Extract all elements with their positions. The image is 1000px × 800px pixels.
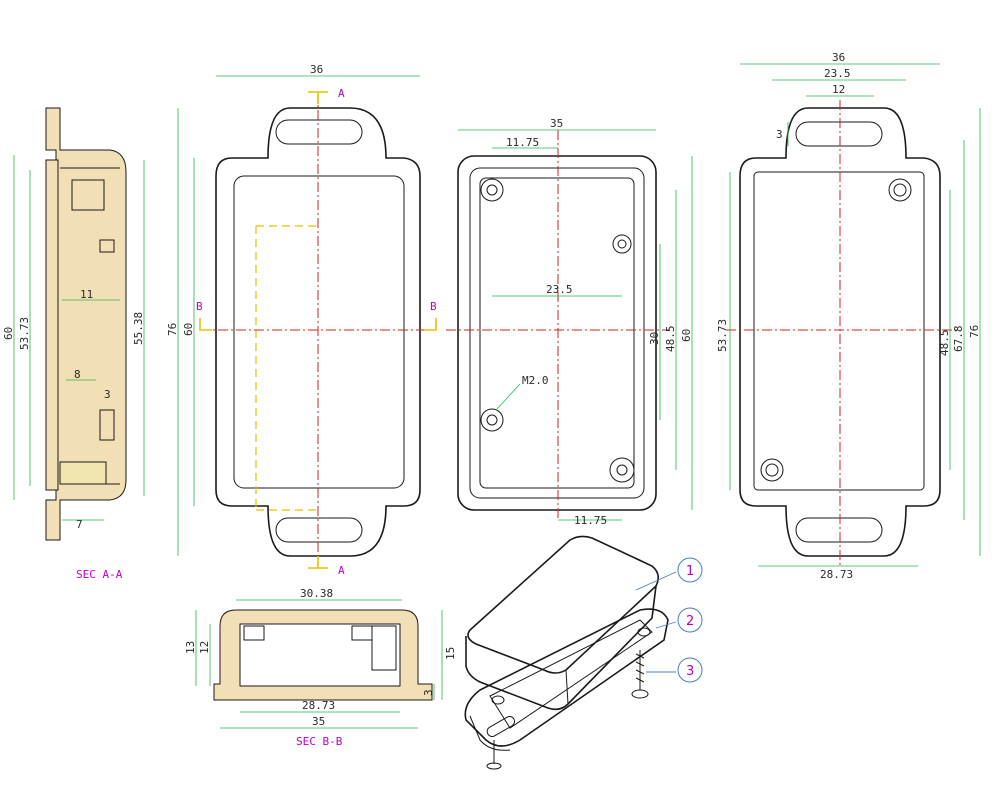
sec-b-dim-3: 3 xyxy=(422,689,435,696)
bottom-view-face xyxy=(753,171,925,491)
inside-view-wall xyxy=(469,167,645,499)
sec-b-dim-30-38: 30.38 xyxy=(300,587,333,600)
section-a-base xyxy=(45,159,59,491)
sec-b-dim-13: 13 xyxy=(184,641,197,654)
boss-bottom-right xyxy=(609,457,635,483)
inside-view-floor xyxy=(479,177,635,489)
inside-dim-11-75-top: 11.75 xyxy=(506,136,539,149)
inside-dim-60: 60 xyxy=(680,329,693,342)
bottom-view-hole-top xyxy=(888,178,912,202)
iso-hole-right xyxy=(637,627,651,637)
section-a-rib xyxy=(99,239,115,253)
balloon-2-label: 2 xyxy=(686,614,694,629)
bottom-view-outline xyxy=(739,107,941,557)
sec-b-dim-15: 15 xyxy=(444,647,457,660)
sec-a-dim-53-73: 53.73 xyxy=(18,317,31,350)
sec-b-title: SEC B-B xyxy=(296,735,343,748)
iso-hole-left xyxy=(491,695,505,705)
bottom-view-slot-top xyxy=(795,121,883,147)
sec-a-dim-3: 3 xyxy=(104,388,111,401)
section-a-screw xyxy=(59,461,107,485)
inside-dim-48-5: 48.5 xyxy=(664,326,677,353)
section-a-a-view: 60 53.73 55.38 11 8 3 7 SEC A-A xyxy=(2,107,145,581)
top-view: A A B B 36 76 60 xyxy=(166,63,437,577)
top-view-slot-bottom xyxy=(275,517,363,543)
iso-screw-right xyxy=(631,650,649,699)
bottom-dim-67-8: 67.8 xyxy=(952,326,965,353)
top-view-dim-36: 36 xyxy=(310,63,323,76)
iso-base-plate xyxy=(464,608,669,747)
sec-b-dim-35: 35 xyxy=(312,715,325,728)
balloon-3 xyxy=(677,657,703,683)
exploded-view: 1 2 3 xyxy=(464,535,703,770)
bottom-dim-23-5: 23.5 xyxy=(824,67,851,80)
sec-a-dim-60: 60 xyxy=(2,327,15,340)
bottom-dim-3: 3 xyxy=(776,128,783,141)
cut-b-right-label: B xyxy=(430,300,437,313)
bottom-view-slot-bottom xyxy=(795,517,883,543)
balloon-3-label: 3 xyxy=(686,664,694,679)
inside-dim-35: 35 xyxy=(550,117,563,130)
section-a-rib-lower xyxy=(99,409,115,441)
boss-mid-right xyxy=(612,234,632,254)
inside-dim-30: 30 xyxy=(648,332,661,345)
bottom-dim-12: 12 xyxy=(832,83,845,96)
bottom-dim-76: 76 xyxy=(968,325,981,338)
balloon-1 xyxy=(677,557,703,583)
sec-a-title: SEC A-A xyxy=(76,568,123,581)
section-b-boss-right xyxy=(371,625,397,671)
bottom-view-hole-bottom xyxy=(760,458,784,482)
boss-top-left xyxy=(480,178,504,202)
section-a-wall xyxy=(45,107,127,541)
cut-a-top-label: A xyxy=(338,87,345,100)
balloon-2 xyxy=(677,607,703,633)
inside-dim-23-5: 23.5 xyxy=(546,283,573,296)
inside-thread-label: M2.0 xyxy=(522,374,549,387)
iso-lid-top xyxy=(467,535,660,674)
section-b-b-view: 30.38 13 12 15 28.73 3 35 SEC B-B xyxy=(184,587,457,748)
sec-a-dim-8: 8 xyxy=(74,368,81,381)
sec-b-dim-12: 12 xyxy=(198,641,211,654)
balloon-1-label: 1 xyxy=(686,564,694,579)
inside-dim-11-75-bottom: 11.75 xyxy=(574,514,607,527)
bottom-view: 36 23.5 12 3 53.73 48.5 67.8 76 28.73 xyxy=(716,51,981,581)
top-view-inner xyxy=(233,175,405,489)
top-view-slot-top xyxy=(275,119,363,145)
bottom-dim-28-73: 28.73 xyxy=(820,568,853,581)
iso-slot-front xyxy=(486,716,516,737)
sec-a-dim-7: 7 xyxy=(76,518,83,531)
boss-lower-left xyxy=(480,408,504,432)
top-view-dim-76: 76 xyxy=(166,323,179,336)
top-view-dim-60: 60 xyxy=(182,323,195,336)
inside-view: 35 11.75 23.5 30 48.5 60 11.75 M2.0 xyxy=(446,117,693,527)
bottom-dim-36: 36 xyxy=(832,51,845,64)
iso-screw-left xyxy=(486,740,502,770)
sec-a-dim-55-38: 55.38 xyxy=(132,312,145,345)
bottom-dim-48-5: 48.5 xyxy=(938,330,951,357)
section-b-boss-left xyxy=(243,625,265,641)
sec-a-dim-11: 11 xyxy=(80,288,93,301)
bottom-dim-53-73: 53.73 xyxy=(716,319,729,352)
sec-b-dim-28-73: 28.73 xyxy=(302,699,335,712)
inside-view-outline xyxy=(457,155,657,511)
cut-a-bottom-label: A xyxy=(338,564,345,577)
cut-b-left-label: B xyxy=(196,300,203,313)
top-view-outline xyxy=(215,107,421,557)
section-a-boss-top xyxy=(71,179,105,211)
